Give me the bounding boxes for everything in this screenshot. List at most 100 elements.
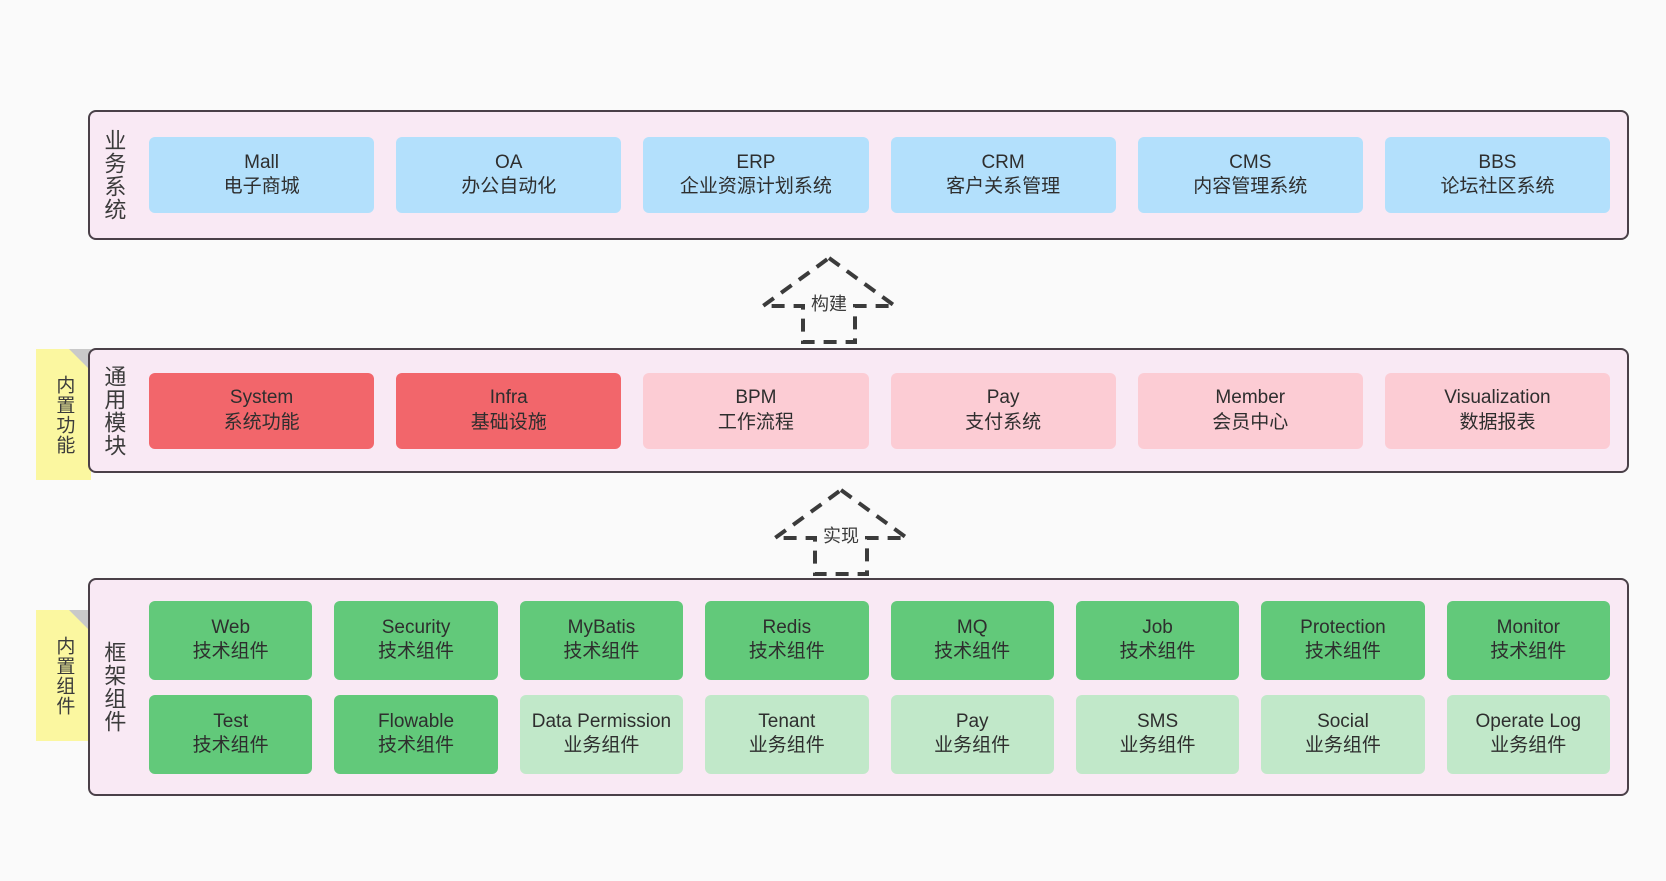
card-title: Data Permission xyxy=(531,710,672,732)
card-title: OA xyxy=(495,151,523,173)
card-job[interactable]: Job 技术组件 xyxy=(1075,600,1240,680)
card-pay-module[interactable]: Pay 支付系统 xyxy=(890,372,1116,449)
card-subtitle: 会员中心 xyxy=(1212,411,1289,433)
layer-label-common: 通用模块 xyxy=(101,364,127,457)
layer-framework-components: 框架组件 Web 技术组件 Security 技术组件 MyBatis 技术组件… xyxy=(88,578,1629,796)
card-subtitle: 技术组件 xyxy=(1119,641,1196,662)
card-operate-log[interactable]: Operate Log 业务组件 xyxy=(1446,694,1610,774)
card-subtitle: 内容管理系统 xyxy=(1193,176,1308,197)
note-builtin-function-label: 内置功能 xyxy=(53,374,75,455)
card-subtitle: 数据报表 xyxy=(1459,411,1536,433)
card-oa[interactable]: OA 办公自动化 xyxy=(396,137,622,213)
card-title: Flowable xyxy=(378,710,455,732)
framework-row-technical: Web 技术组件 Security 技术组件 MyBatis 技术组件 Redi… xyxy=(138,600,1621,680)
arrow-build: 构建 xyxy=(745,254,913,346)
note-builtin-component: 内置组件 xyxy=(36,610,91,741)
card-subtitle: 技术组件 xyxy=(563,641,640,662)
card-title: Redis xyxy=(762,616,812,638)
card-title: BPM xyxy=(735,387,777,409)
card-title: CMS xyxy=(1229,151,1272,173)
card-title: Mall xyxy=(244,151,279,173)
arrow-build-label: 构建 xyxy=(811,294,847,314)
card-subtitle: 技术组件 xyxy=(192,735,269,756)
card-data-permission[interactable]: Data Permission 业务组件 xyxy=(519,694,684,774)
note-fold-corner-icon xyxy=(69,349,91,371)
layer-common-modules: 通用模块 System 系统功能 Infra 基础设施 BPM 工作流程 Pay… xyxy=(88,348,1629,473)
card-member[interactable]: Member 会员中心 xyxy=(1137,372,1363,449)
card-subtitle: 基础设施 xyxy=(470,411,547,433)
card-subtitle: 技术组件 xyxy=(748,641,825,662)
note-fold-corner-icon xyxy=(69,610,91,632)
card-monitor[interactable]: Monitor 技术组件 xyxy=(1446,600,1610,680)
card-subtitle: 论坛社区系统 xyxy=(1440,176,1555,197)
note-builtin-function: 内置功能 xyxy=(36,349,91,480)
card-title: Monitor xyxy=(1496,616,1560,638)
card-title: Member xyxy=(1215,387,1286,409)
card-erp[interactable]: ERP 企业资源计划系统 xyxy=(643,137,869,213)
card-cms[interactable]: CMS 内容管理系统 xyxy=(1137,137,1363,213)
card-subtitle: 技术组件 xyxy=(192,641,269,662)
card-subtitle: 办公自动化 xyxy=(461,176,557,197)
card-subtitle: 业务组件 xyxy=(1304,735,1381,756)
card-subtitle: 技术组件 xyxy=(1490,641,1567,662)
card-subtitle: 业务组件 xyxy=(1490,735,1567,756)
card-title: Pay xyxy=(955,710,989,732)
layer-label-business: 业务系统 xyxy=(101,129,127,221)
card-title: Test xyxy=(213,710,249,732)
card-title: Job xyxy=(1142,616,1173,638)
arrow-shape xyxy=(768,487,914,576)
card-sms[interactable]: SMS 业务组件 xyxy=(1075,694,1240,774)
card-title: SMS xyxy=(1136,710,1179,732)
card-title: Web xyxy=(211,616,251,638)
card-subtitle: 技术组件 xyxy=(378,641,455,662)
card-mq[interactable]: MQ 技术组件 xyxy=(890,600,1054,680)
card-visualization[interactable]: Visualization 数据报表 xyxy=(1384,372,1611,449)
card-title: Visualization xyxy=(1444,387,1551,409)
card-mybatis[interactable]: MyBatis 技术组件 xyxy=(519,600,684,680)
framework-row-business: Test 技术组件 Flowable 技术组件 Data Permission … xyxy=(138,694,1621,774)
card-subtitle: 业务组件 xyxy=(748,735,825,756)
card-infra[interactable]: Infra 基础设施 xyxy=(396,372,622,449)
layer-business-systems: 业务系统 Mall 电子商城 OA 办公自动化 ERP 企业资源计划系统 CRM… xyxy=(88,110,1629,240)
card-subtitle: 业务组件 xyxy=(1119,735,1196,756)
card-subtitle: 工作流程 xyxy=(717,411,794,433)
layer-label-framework: 框架组件 xyxy=(101,641,127,733)
card-title: Operate Log xyxy=(1475,710,1582,732)
card-social[interactable]: Social 业务组件 xyxy=(1261,694,1425,774)
card-title: Infra xyxy=(489,387,528,409)
card-title: MQ xyxy=(956,616,988,638)
card-pay-component[interactable]: Pay 业务组件 xyxy=(890,694,1054,774)
card-subtitle: 业务组件 xyxy=(563,735,640,756)
card-redis[interactable]: Redis 技术组件 xyxy=(705,600,869,680)
note-builtin-component-label: 内置组件 xyxy=(53,635,75,716)
card-subtitle: 企业资源计划系统 xyxy=(679,176,832,197)
card-mall[interactable]: Mall 电子商城 xyxy=(149,137,375,213)
layer-body-framework: Web 技术组件 Security 技术组件 MyBatis 技术组件 Redi… xyxy=(136,580,1627,794)
card-subtitle: 业务组件 xyxy=(934,735,1011,756)
card-protection[interactable]: Protection 技术组件 xyxy=(1261,600,1425,680)
card-subtitle: 技术组件 xyxy=(378,735,455,756)
card-subtitle: 客户关系管理 xyxy=(946,176,1061,197)
card-security[interactable]: Security 技术组件 xyxy=(334,600,498,680)
arrow-implement-label: 实现 xyxy=(823,526,859,546)
card-system[interactable]: System 系统功能 xyxy=(149,372,375,449)
card-flowable[interactable]: Flowable 技术组件 xyxy=(334,694,498,774)
card-title: Social xyxy=(1317,710,1369,732)
card-title: MyBatis xyxy=(567,616,636,638)
card-test[interactable]: Test 技术组件 xyxy=(149,694,313,774)
layer-body-common: System 系统功能 Infra 基础设施 BPM 工作流程 Pay 支付系统… xyxy=(136,350,1627,471)
card-title: Security xyxy=(381,616,451,638)
card-subtitle: 支付系统 xyxy=(965,411,1042,433)
card-title: Pay xyxy=(986,387,1020,409)
card-title: System xyxy=(229,387,294,409)
card-bbs[interactable]: BBS 论坛社区系统 xyxy=(1384,137,1611,213)
arrow-implement: 实现 xyxy=(757,486,925,578)
layer-body-business: Mall 电子商城 OA 办公自动化 ERP 企业资源计划系统 CRM 客户关系… xyxy=(136,112,1627,238)
card-bpm[interactable]: BPM 工作流程 xyxy=(643,372,869,449)
card-title: Protection xyxy=(1300,616,1386,638)
card-crm[interactable]: CRM 客户关系管理 xyxy=(890,137,1116,213)
card-title: BBS xyxy=(1478,151,1517,173)
card-web[interactable]: Web 技术组件 xyxy=(149,600,313,680)
card-tenant[interactable]: Tenant 业务组件 xyxy=(705,694,869,774)
